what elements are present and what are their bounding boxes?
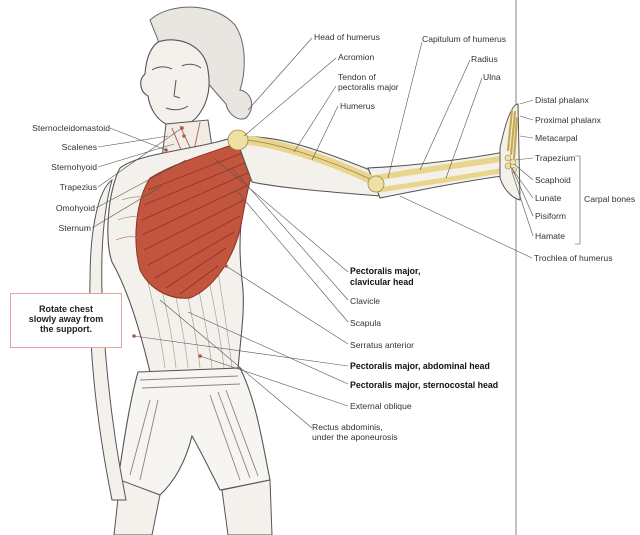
label-humerus: Humerus: [340, 101, 375, 111]
instruction-note: Rotate chest slowly away from the suppor…: [10, 293, 122, 348]
shorts: [117, 367, 271, 496]
label-hamate: Hamate: [535, 231, 566, 241]
label-trochlea: Trochlea of humerus: [534, 253, 613, 263]
note-line-3: the support.: [40, 324, 92, 334]
note-line-2: slowly away from: [28, 314, 104, 324]
shorts-stripes: [129, 375, 259, 481]
label-sternocleidomastoid: Sternocleidomastoid: [32, 123, 110, 133]
label-pec-abdominal: Pectoralis major, abdominal head: [350, 361, 490, 371]
label-tendon-pectoralis-line1: Tendon of: [338, 72, 376, 82]
label-carpal-bones: Carpal bones: [584, 194, 636, 204]
label-rectus-line2: under the aponeurosis: [312, 432, 398, 442]
instruction-note-text: Rotate chest slowly away from the suppor…: [11, 304, 121, 334]
head: [140, 39, 210, 127]
label-metacarpal: Metacarpal: [535, 133, 578, 143]
face-features: [151, 63, 202, 111]
label-trapezium: Trapezium: [535, 153, 576, 163]
leader-lines: [91, 37, 581, 429]
label-pec-sternocostal: Pectoralis major, sternocostal head: [350, 380, 499, 390]
label-capitulum: Capitulum of humerus: [422, 34, 507, 44]
label-distal-phalanx: Distal phalanx: [535, 95, 589, 105]
label-acromion: Acromion: [338, 52, 375, 62]
label-lunate: Lunate: [535, 193, 562, 203]
label-tendon-pectoralis-line2: pectoralis major: [338, 82, 399, 92]
humerus-outline: [239, 139, 373, 181]
label-trapezius: Trapezius: [59, 182, 97, 192]
label-pec-clavicular-line1: Pectoralis major,: [350, 266, 421, 276]
pectoral-fibers: [141, 149, 253, 295]
hand-bones: [506, 108, 519, 160]
label-proximal-phalanx: Proximal phalanx: [535, 115, 601, 125]
left-leg: [113, 479, 161, 535]
label-sternohyoid: Sternohyoid: [51, 162, 97, 172]
label-radius: Radius: [471, 54, 498, 64]
label-serratus: Serratus anterior: [350, 340, 415, 350]
right-leg: [221, 479, 273, 535]
elbow-joint: [367, 175, 385, 193]
radius-bone: [373, 155, 509, 181]
ulna-bone: [375, 167, 509, 193]
label-external-oblique: External oblique: [350, 401, 412, 411]
label-clavicle: Clavicle: [350, 296, 381, 306]
label-ulna: Ulna: [483, 72, 501, 82]
label-pec-clavicular-line2: clavicular head: [350, 277, 414, 287]
label-rectus-line1: Rectus abdominis,: [312, 422, 383, 432]
label-scapula: Scapula: [350, 318, 382, 328]
label-scalenes: Scalenes: [61, 142, 97, 152]
label-scaphoid: Scaphoid: [535, 175, 571, 185]
label-head-of-humerus: Head of humerus: [314, 32, 380, 42]
label-omohyoid: Omohyoid: [55, 203, 95, 213]
hand: [499, 103, 521, 201]
rib-lines: [115, 196, 149, 241]
note-line-1: Rotate chest: [38, 304, 93, 314]
shoulder-joint: [227, 129, 249, 151]
label-pisiform: Pisiform: [535, 211, 567, 221]
label-sternum: Sternum: [58, 223, 91, 233]
